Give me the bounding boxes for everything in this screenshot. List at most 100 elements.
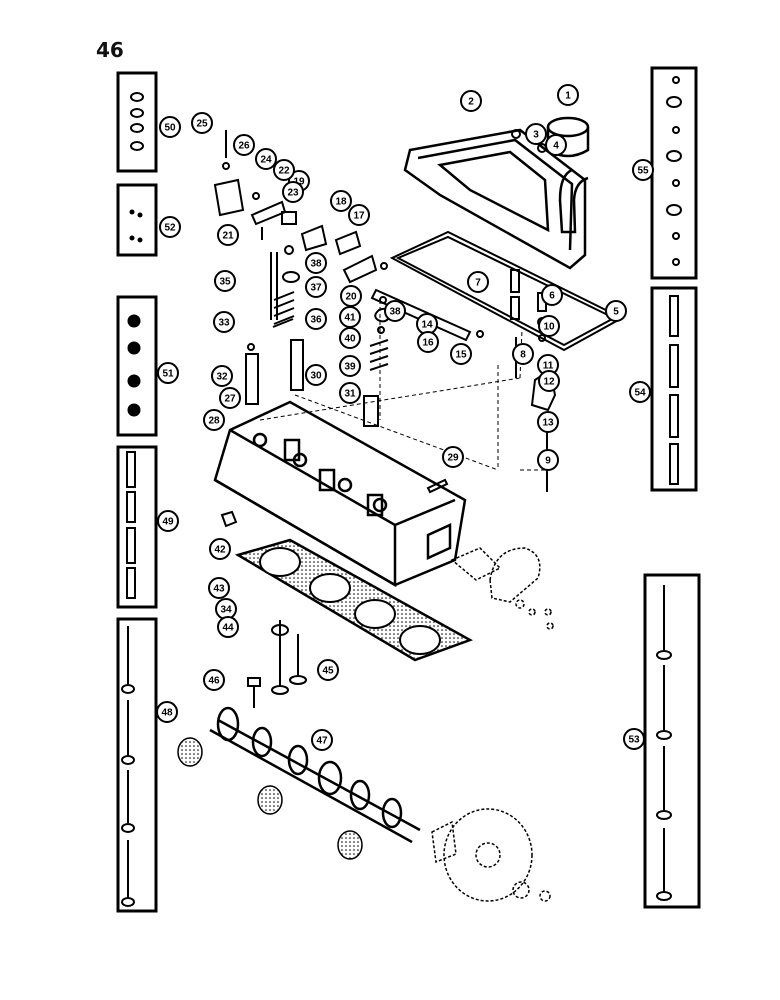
callout-circle	[512, 343, 534, 365]
camshaft	[209, 706, 421, 844]
callout-label: 35	[219, 277, 231, 288]
callout-circle	[156, 701, 178, 723]
callout-label: 32	[216, 372, 228, 383]
callout-31: 31	[339, 382, 361, 404]
callout-label: 54	[634, 388, 646, 399]
callout-label: 1	[565, 91, 571, 102]
head-stud-29	[426, 478, 449, 494]
callout-46: 46	[203, 669, 225, 691]
callout-circle	[305, 308, 327, 330]
callout-circle	[538, 370, 560, 392]
callout-circle	[305, 252, 327, 274]
callout-label: 51	[162, 369, 174, 380]
callout-circle	[317, 659, 339, 681]
callout-label: 28	[208, 416, 220, 427]
callout-circle	[273, 159, 295, 181]
callout-circle	[203, 669, 225, 691]
callout-circle	[348, 204, 370, 226]
gasket-bores	[259, 547, 441, 655]
callout-40: 40	[339, 327, 361, 349]
callout-label: 23	[287, 188, 299, 199]
callout-label: 26	[238, 141, 250, 152]
callout-42: 42	[209, 538, 231, 560]
callout-10: 10	[538, 315, 560, 337]
callout-circle	[282, 181, 304, 203]
callout-35: 35	[214, 270, 236, 292]
callout-circle	[525, 123, 547, 145]
callout-circle	[208, 577, 230, 599]
inset-50-parts	[130, 92, 144, 151]
inset-49-guides	[126, 451, 136, 599]
callout-5: 5	[605, 300, 627, 322]
callout-circle	[157, 362, 179, 384]
callout-21: 21	[217, 224, 239, 246]
callout-label: 19	[293, 177, 305, 188]
callout-circle	[339, 306, 361, 328]
callout-label: 2	[468, 97, 474, 108]
callout-circle	[233, 134, 255, 156]
callout-label: 39	[344, 362, 356, 373]
callout-16: 16	[417, 331, 439, 353]
callout-circle	[203, 409, 225, 431]
inset-box-55	[650, 66, 698, 280]
callout-12: 12	[538, 370, 560, 392]
callout-label: 14	[421, 320, 433, 331]
callout-circle	[339, 355, 361, 377]
rocker-shaft	[370, 288, 484, 342]
callout-circle	[460, 90, 482, 112]
callout-circle	[442, 446, 464, 468]
callout-circle	[605, 300, 627, 322]
callout-23: 23	[282, 181, 304, 203]
callout-circle	[537, 449, 559, 471]
callout-label: 31	[344, 389, 356, 400]
callout-label: 38	[389, 307, 401, 318]
callout-label: 47	[316, 736, 328, 747]
callout-13: 13	[537, 411, 559, 433]
callout-label: 20	[345, 292, 357, 303]
callout-circle	[214, 270, 236, 292]
callout-label: 17	[353, 211, 365, 222]
callout-label: 50	[164, 123, 176, 134]
callout-circle	[159, 216, 181, 238]
callout-51: 51	[157, 362, 179, 384]
callout-label: 18	[335, 197, 347, 208]
callout-55: 55	[632, 159, 654, 181]
callout-44: 44	[217, 616, 239, 638]
callout-circle	[545, 134, 567, 156]
callout-label: 13	[542, 418, 554, 429]
callout-circle	[255, 148, 277, 170]
callout-41: 41	[339, 306, 361, 328]
inset-box-51	[116, 295, 158, 437]
callout-label: 44	[222, 623, 234, 634]
cam-gear	[431, 808, 551, 902]
callout-circle	[538, 315, 560, 337]
callout-label: 37	[310, 283, 322, 294]
callout-circle	[632, 159, 654, 181]
callout-label: 55	[637, 166, 649, 177]
callout-30: 30	[305, 364, 327, 386]
callout-28: 28	[203, 409, 225, 431]
inset-52-parts	[129, 209, 143, 243]
inset-box-50	[116, 71, 158, 173]
callout-circle	[450, 343, 472, 365]
callout-circle	[211, 365, 233, 387]
callout-circle	[157, 510, 179, 532]
callout-2: 2	[460, 90, 482, 112]
callout-15: 15	[450, 343, 472, 365]
callout-circle	[339, 382, 361, 404]
callout-circle	[217, 616, 239, 638]
inset-54-guides	[669, 295, 679, 485]
filler-tube	[558, 168, 589, 234]
callout-label: 10	[543, 322, 555, 333]
callout-9: 9	[537, 449, 559, 471]
callout-36: 36	[305, 308, 327, 330]
callout-38: 38	[305, 252, 327, 274]
callout-label: 29	[447, 453, 459, 464]
callout-circle	[305, 276, 327, 298]
inset-box-53	[643, 573, 701, 909]
callout-label: 12	[543, 377, 555, 388]
inset-box-49	[116, 445, 158, 609]
callout-label: 8	[520, 350, 526, 361]
bolt-46	[247, 677, 261, 708]
